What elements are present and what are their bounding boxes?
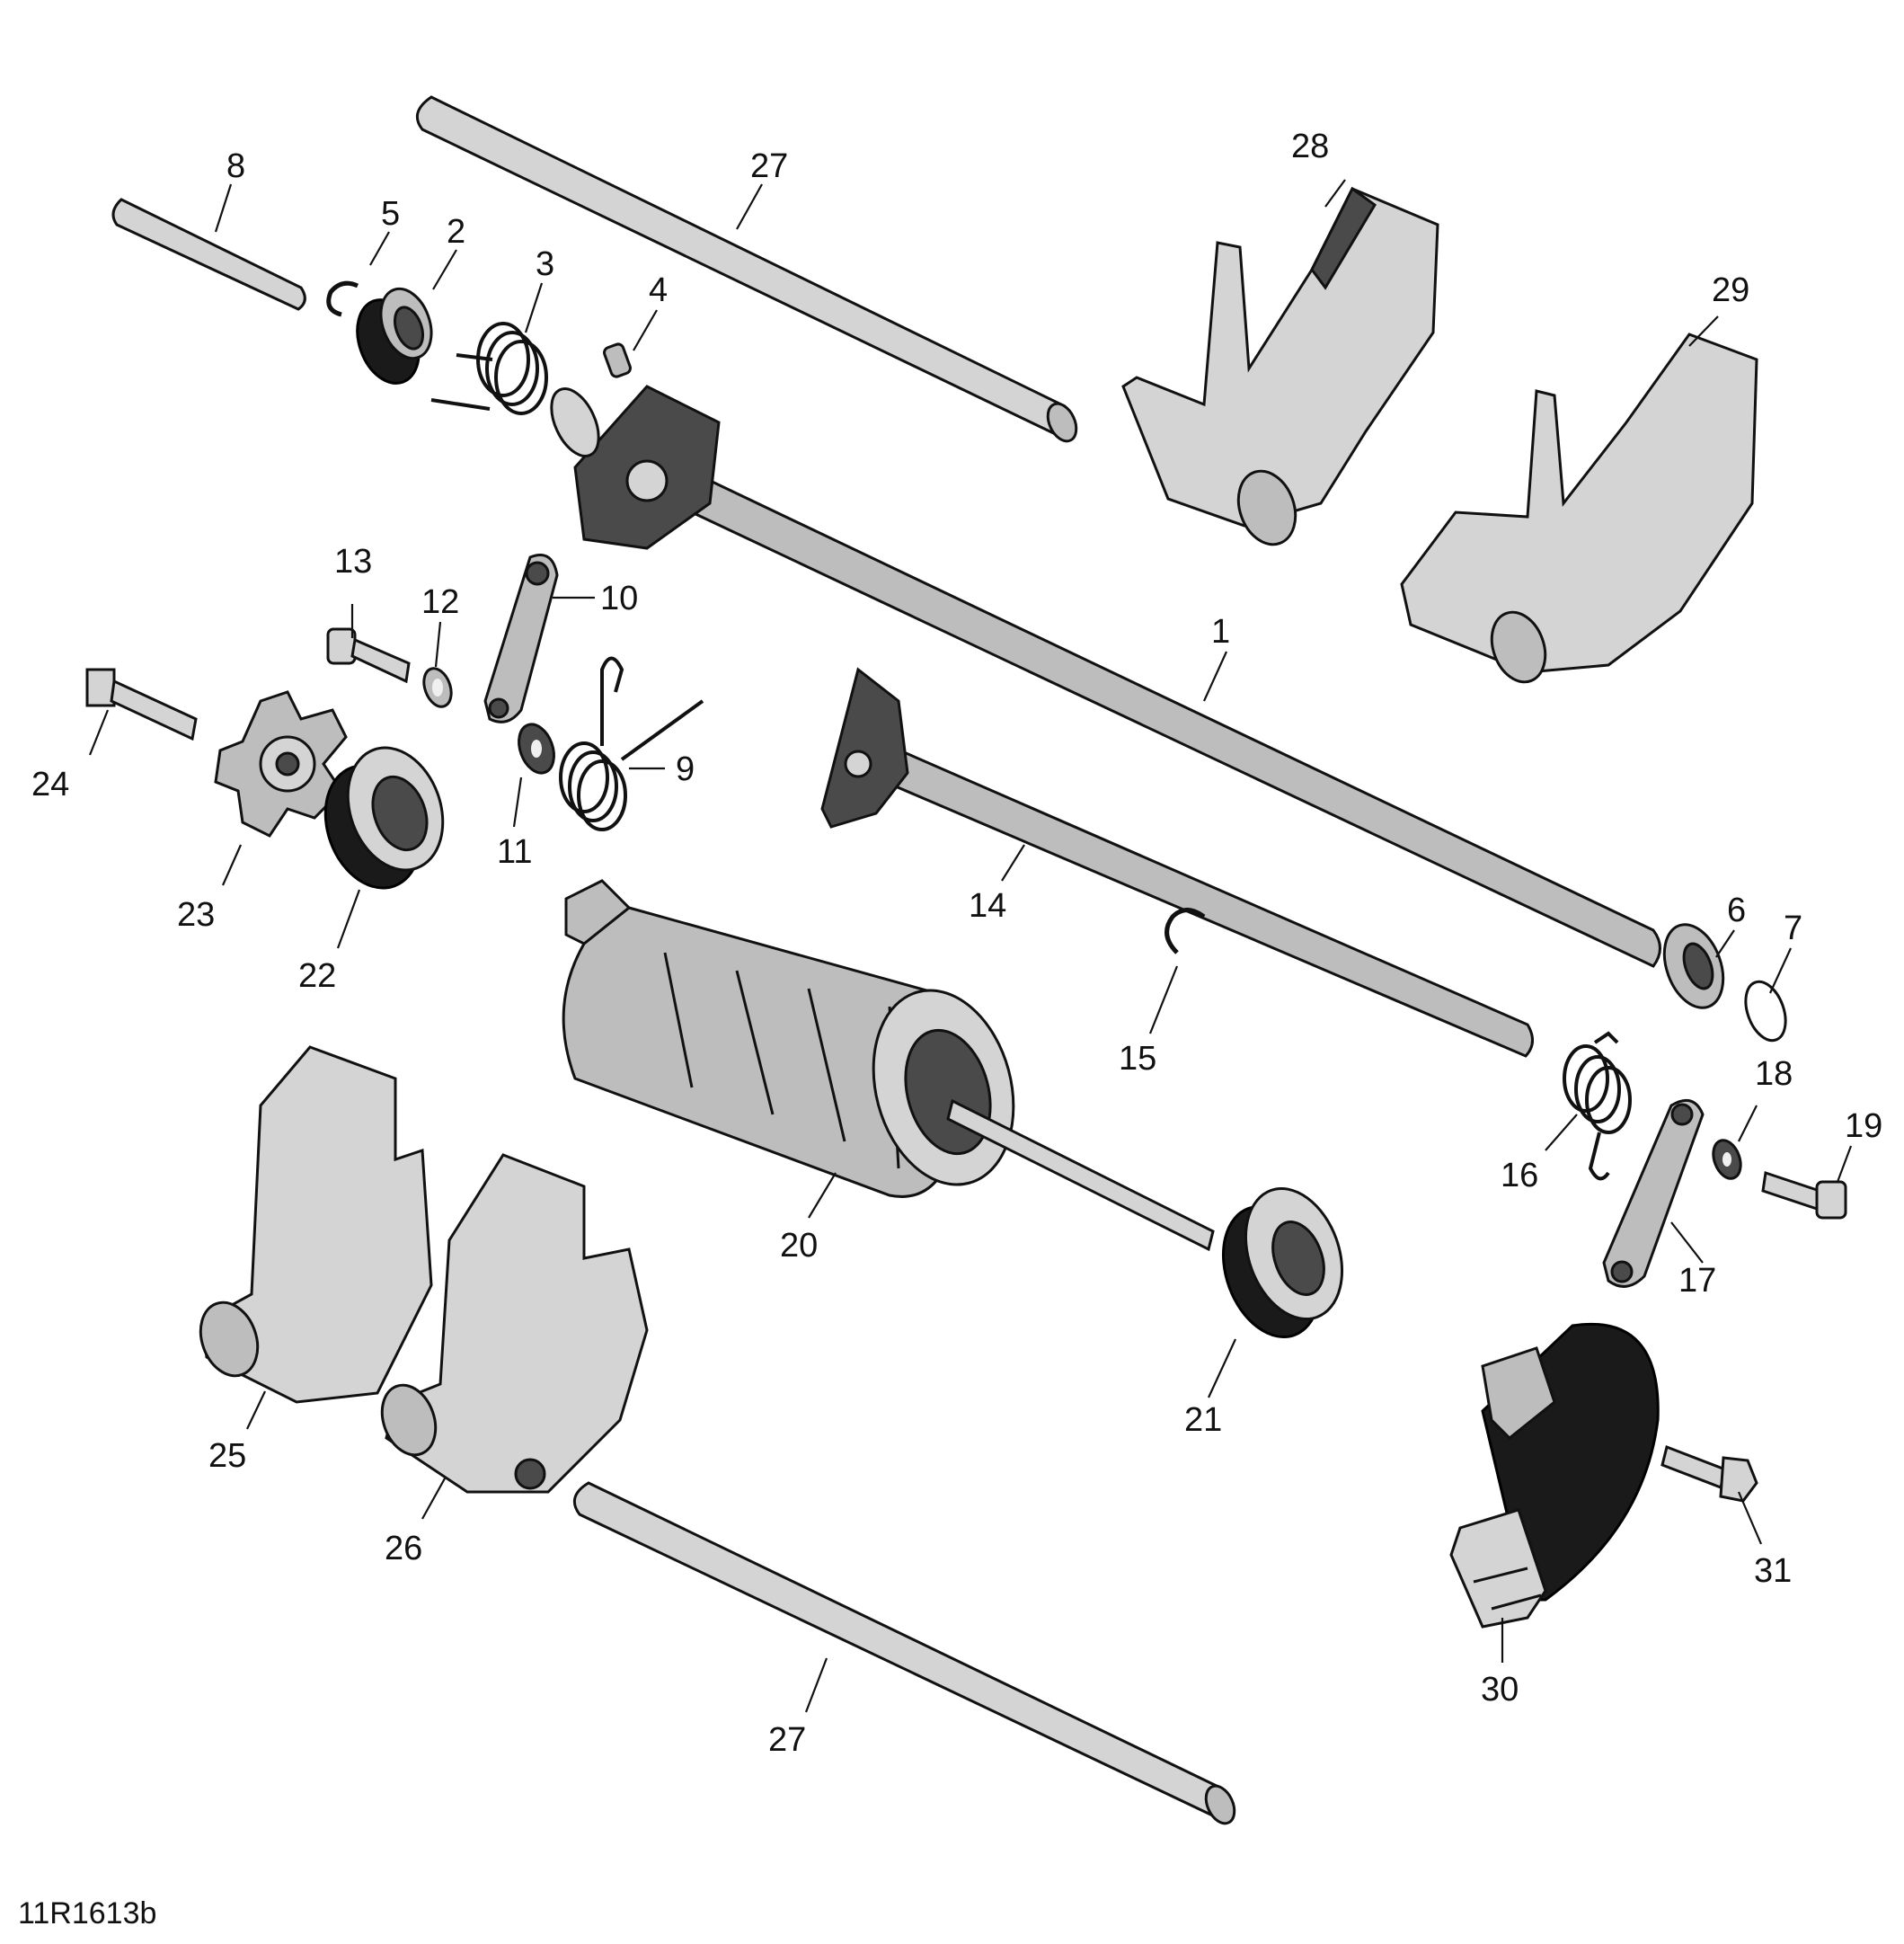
reference-code: 11R1613b [18,1896,156,1931]
circlip-small [326,280,359,317]
callout-31: 31 [1754,1552,1792,1590]
shift-fork-right [1400,333,1758,684]
shift-drum [562,879,1215,1252]
callout-28: 28 [1291,128,1329,165]
shift-shaft [550,385,1661,968]
callout-30: 30 [1481,1671,1519,1709]
callout-19: 19 [1845,1107,1882,1145]
bearing-center [1221,1186,1344,1339]
callout-20: 20 [780,1227,818,1265]
callout-7: 7 [1784,910,1802,947]
callout-22: 22 [298,957,336,995]
bushing [356,287,433,385]
o-ring [1744,980,1787,1043]
callout-4: 4 [649,271,668,309]
washer-right [1712,1139,1742,1180]
bolt-short [326,627,411,684]
callout-5: 5 [381,195,400,233]
ratchet-lever [1602,1098,1705,1288]
shift-fork-upper [1121,186,1439,546]
star-wheel [214,690,348,838]
callout-1: 1 [1211,613,1230,651]
callout-26: 26 [385,1530,422,1567]
leader-lines [88,179,1853,1713]
callout-6: 6 [1727,892,1746,929]
callout-9: 9 [676,750,695,788]
callout-21: 21 [1184,1401,1222,1439]
key [603,342,632,378]
bushing-right [1662,923,1725,1009]
callout-27-lower: 27 [768,1721,806,1759]
callout-12: 12 [421,583,459,621]
callout-18: 18 [1755,1055,1793,1093]
callout-16: 16 [1501,1157,1538,1194]
callout-13: 13 [334,543,372,581]
torsion-spring-lower [1563,1031,1632,1181]
callout-15: 15 [1119,1040,1156,1078]
washer-lower [518,723,555,775]
callout-11: 11 [497,833,532,871]
circlip-lower [1165,908,1206,954]
callout-14: 14 [969,887,1006,925]
guide-rod-upper [415,95,1078,443]
callout-3: 3 [536,245,554,283]
position-sensor [1449,1322,1660,1629]
bolt-long [85,668,198,741]
callout-8: 8 [226,147,245,185]
shift-fork-lower-center [380,1153,649,1494]
index-lever [483,554,559,723]
callout-29: 29 [1712,271,1749,309]
shift-fork-lower-left [199,1045,433,1404]
callout-labels: 1 2 3 4 5 6 7 8 9 10 11 12 13 14 15 16 1… [31,128,1882,1759]
callout-24: 24 [31,766,69,803]
bearing-left [323,746,445,890]
shift-shaft-lower [820,667,1534,1058]
callout-23: 23 [177,896,215,934]
bolt-sensor [1660,1444,1758,1503]
guide-rod-lower [572,1481,1236,1825]
callout-27-upper: 27 [750,147,788,185]
callout-10: 10 [600,580,638,617]
callout-2: 2 [447,213,465,251]
bolt-right [1761,1171,1847,1220]
washer-upper [422,667,453,708]
callout-17: 17 [1678,1262,1716,1300]
torsion-spring-upper [430,322,548,415]
callout-25: 25 [208,1437,246,1475]
pin [111,198,306,311]
return-spring [559,656,704,831]
